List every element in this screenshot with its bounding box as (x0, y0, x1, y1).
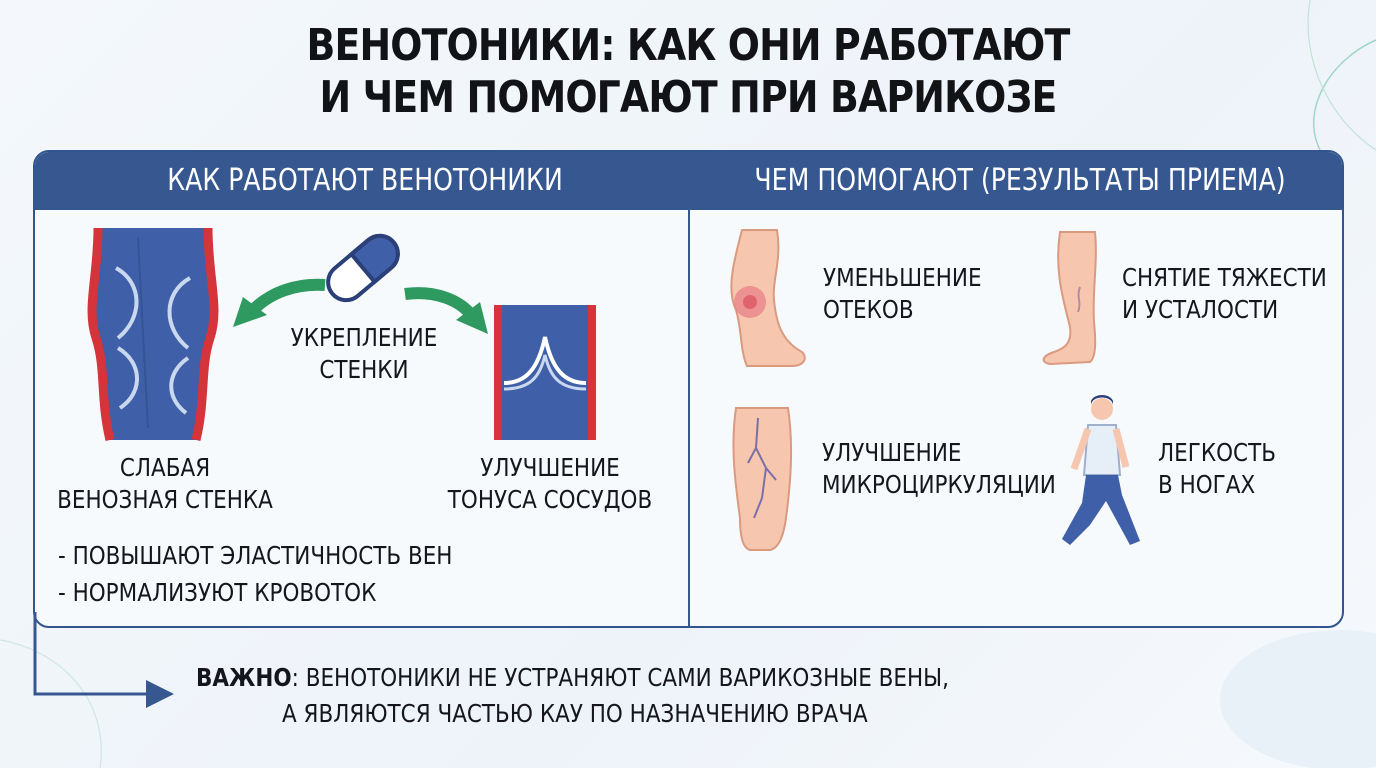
capsule-icon (326, 233, 400, 303)
healthy-vein-icon (494, 305, 596, 440)
result-heaviness: СНЯТИЕ ТЯЖЕСТИ И УСТАЛОСТИ (1122, 262, 1327, 326)
strengthen-line-2: СТЕНКИ (319, 355, 409, 384)
weak-vein-icon (87, 227, 219, 442)
right-header: ЧЕМ ПОМОГАЮТ (РЕЗУЛЬТАТЫ ПРИЕМА) (754, 163, 1286, 198)
tone-label: УЛУЧШЕНИЕ ТОНУСА СОСУДОВ (438, 452, 662, 516)
page-title: ВЕНОТОНИКИ: КАК ОНИ РАБОТАЮТ И ЧЕМ ПОМОГ… (96, 20, 1279, 124)
result-edema: УМЕНЬШЕНИЕ ОТЕКОВ (823, 262, 982, 326)
result-lightness-line-1: ЛЕГКОСТЬ (1158, 438, 1276, 467)
bullet-elasticity: - ПОВЫШАЮТ ЭЛАСТИЧНОСТЬ ВЕН (58, 541, 453, 570)
bullet-bloodflow: - НОРМАЛИЗУЮТ КРОВОТОК (58, 578, 377, 607)
result-heaviness-line-2: И УСТАЛОСТИ (1122, 295, 1279, 324)
result-heaviness-line-1: СНЯТИЕ ТЯЖЕСТИ (1122, 263, 1327, 292)
result-microcirculation-line-1: УЛУЧШЕНИЕ (822, 438, 962, 467)
column-divider (688, 210, 690, 626)
main-panel: КАК РАБОТАЮТ ВЕНОТОНИКИ ЧЕМ ПОМОГАЮТ (РЕ… (33, 150, 1344, 628)
note-text-line-1: : ВЕНОТОНИКИ НЕ УСТРАНЯЮТ САМИ ВАРИКОЗНЫ… (291, 663, 949, 692)
walking-person-icon (1062, 395, 1140, 545)
title-line-1: ВЕНОТОНИКИ: КАК ОНИ РАБОТАЮТ (306, 20, 1070, 71)
note-text-line-2: А ЯВЛЯЮТСЯ ЧАСТЬЮ КАУ ПО НАЗНАЧЕНИЮ ВРАЧ… (282, 699, 868, 728)
panel-header (35, 152, 1342, 210)
result-microcirculation: УЛУЧШЕНИЕ МИКРОЦИРКУЛЯЦИИ (822, 437, 1056, 501)
important-note: ВАЖНО: ВЕНОТОНИКИ НЕ УСТРАНЯЮТ САМИ ВАРИ… (196, 660, 949, 732)
result-lightness-line-2: В НОГАХ (1158, 470, 1256, 499)
result-edema-line-2: ОТЕКОВ (823, 295, 914, 324)
tone-line-2: ТОНУСА СОСУДОВ (447, 485, 653, 514)
weak-wall-line-2: ВЕНОЗНАЯ СТЕНКА (57, 485, 273, 514)
arrow-left-icon (233, 278, 326, 327)
arrow-right-icon (404, 287, 488, 334)
result-microcirculation-line-2: МИКРОЦИРКУЛЯЦИИ (822, 470, 1056, 499)
weak-wall-line-1: СЛАБАЯ (119, 453, 211, 482)
result-edema-line-1: УМЕНЬШЕНИЕ (823, 263, 982, 292)
strengthen-line-1: УКРЕПЛЕНИЕ (290, 323, 438, 352)
title-line-2: И ЧЕМ ПОМОГАЮТ ПРИ ВАРИКОЗЕ (319, 72, 1058, 123)
leg-icon (1042, 231, 1097, 366)
tone-line-1: УЛУЧШЕНИЕ (480, 453, 620, 482)
benefit-bullets: - ПОВЫШАЮТ ЭЛАСТИЧНОСТЬ ВЕН - НОРМАЛИЗУЮ… (58, 537, 452, 611)
note-arrow-icon (33, 612, 174, 708)
left-header: КАК РАБОТАЮТ ВЕНОТОНИКИ (167, 163, 563, 198)
veined-calf-icon (732, 407, 793, 551)
swollen-foot-icon (730, 229, 806, 367)
note-important-label: ВАЖНО (196, 663, 292, 692)
strengthen-label: УКРЕПЛЕНИЕ СТЕНКИ (244, 322, 483, 386)
result-lightness: ЛЕГКОСТЬ В НОГАХ (1158, 437, 1276, 501)
weak-wall-label: СЛАБАЯ ВЕНОЗНАЯ СТЕНКА (49, 452, 281, 516)
